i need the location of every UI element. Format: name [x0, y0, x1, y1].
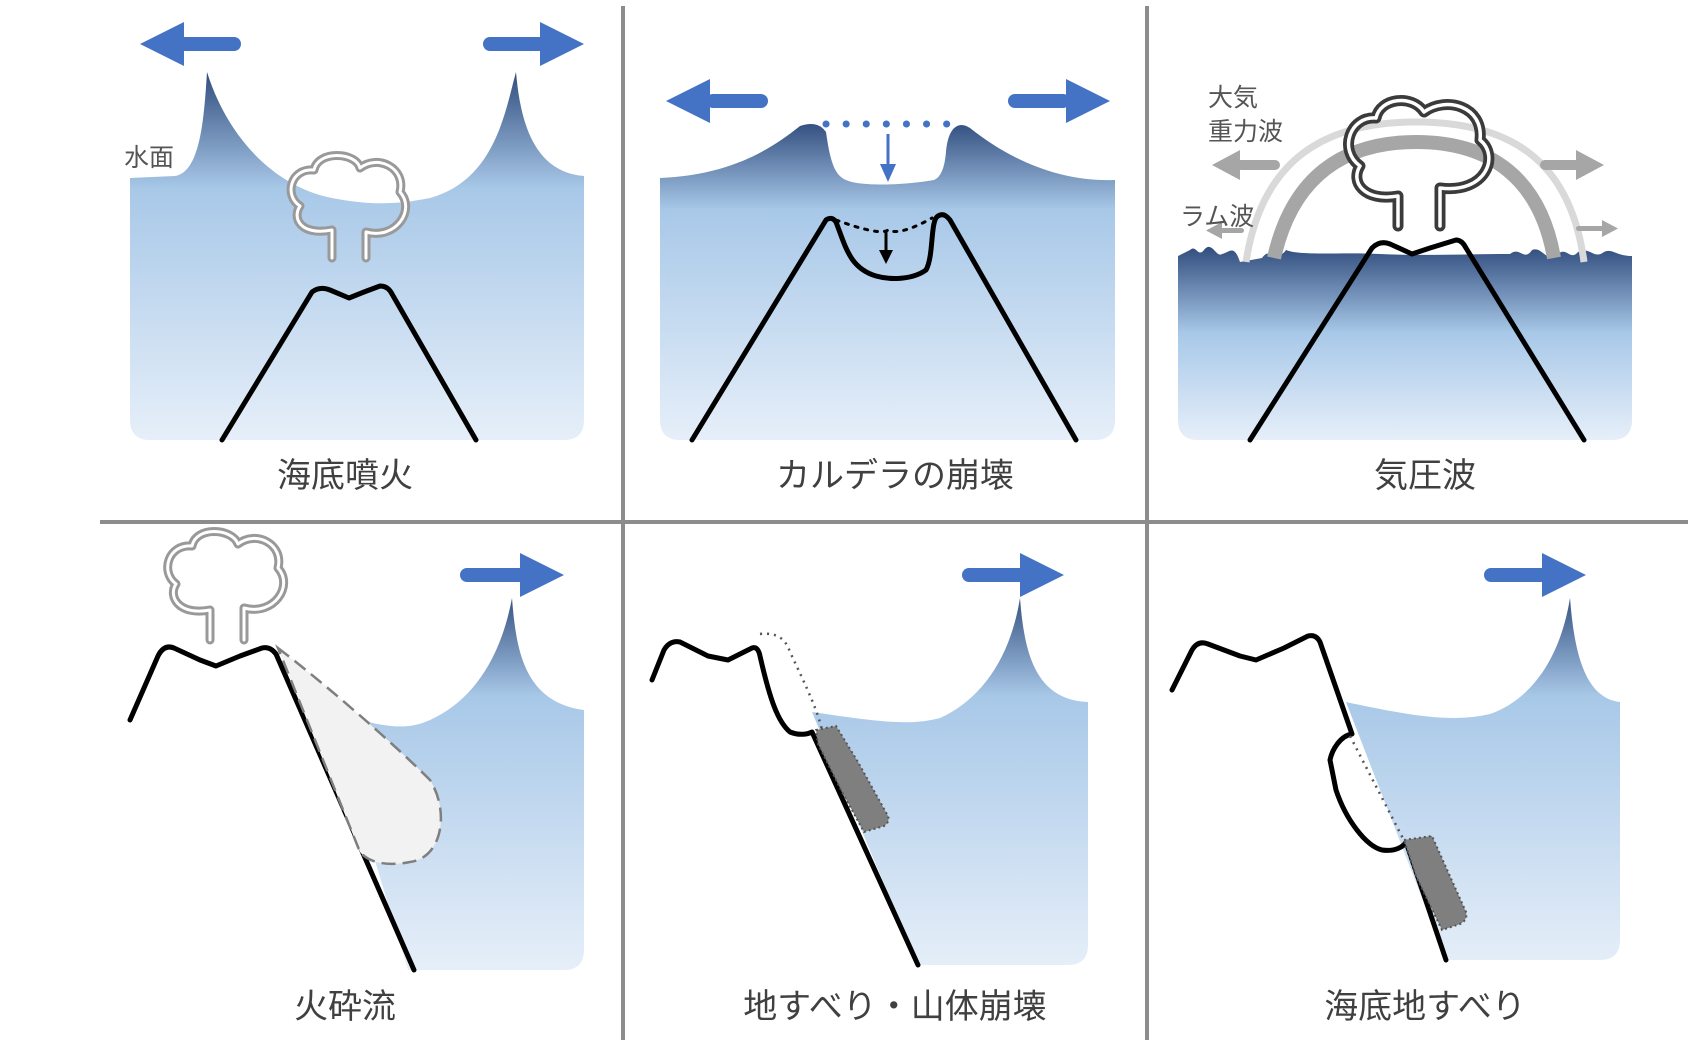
- panel-caption: 海底噴火: [277, 456, 413, 496]
- panel-pressure-wave: 大気 重力波 ラム波 気圧波: [1178, 83, 1632, 496]
- eruption-plume: [163, 527, 288, 645]
- panel-caldera-collapse: カルデラの崩壊: [660, 79, 1115, 496]
- panel-caption: カルデラの崩壊: [776, 456, 1014, 496]
- slide-block: [814, 724, 890, 834]
- water-body: [1178, 246, 1632, 440]
- former-summit-dotted: [834, 216, 934, 234]
- panel-caption: 地すべり・山体崩壊: [743, 987, 1047, 1027]
- panel-submarine-eruption: 水面 海底噴火: [124, 22, 584, 496]
- submarine-slide-block: [1402, 834, 1468, 932]
- air-wave-arrow-right: [1540, 150, 1604, 180]
- lamb-wave-arrow-right: [1576, 220, 1618, 237]
- wave-arrow-right: [1484, 553, 1586, 597]
- volcano-outline: [1247, 237, 1587, 443]
- eruption-plume: [286, 151, 410, 263]
- wave-arrow-right: [962, 553, 1064, 597]
- wave-arrow-right: [483, 22, 584, 66]
- water-body: [130, 72, 584, 440]
- eruption-plume-dark: [1343, 95, 1495, 232]
- panel-caption: 火砕流: [294, 987, 396, 1027]
- gravity-wave-arc-outer: [1242, 118, 1588, 263]
- water-drop-arrow: [880, 134, 896, 182]
- wave-arrow-right: [1008, 79, 1110, 123]
- panel-grid: [100, 6, 1688, 1040]
- gravity-wave-arc-inner: [1267, 134, 1561, 260]
- wave-arrow-left: [140, 22, 241, 66]
- water-body: [812, 598, 1088, 965]
- volcano-slope-outline: [1169, 633, 1449, 963]
- wave-arrow-right: [460, 553, 564, 597]
- gravity-wave-label-line2: 重力波: [1208, 117, 1283, 146]
- air-wave-arrow-left: [1212, 150, 1280, 180]
- panel-submarine-landslide: 海底地すべり: [1169, 553, 1620, 1027]
- lamb-wave-arrow-left: [1206, 222, 1244, 239]
- water-body: [660, 124, 1115, 440]
- water-surface-label: 水面: [124, 143, 174, 172]
- pyroclastic-flow-cloud: [275, 644, 443, 866]
- wave-arrow-left: [666, 79, 768, 123]
- panel-caption: 海底地すべり: [1324, 987, 1526, 1027]
- collapsed-volcano-outline: [649, 639, 921, 968]
- water-body: [1346, 598, 1620, 960]
- panel-landslide-sector-collapse: 地すべり・山体崩壊: [649, 553, 1088, 1027]
- volcano-slope-outline: [127, 644, 417, 973]
- panel-caption: 気圧波: [1374, 456, 1476, 496]
- volcano-outline: [219, 283, 479, 443]
- subsidence-arrow: [879, 232, 893, 264]
- panel-pyroclastic-flow: 火砕流: [127, 527, 584, 1027]
- former-flank-dotted: [759, 632, 824, 731]
- lamb-wave-label: ラム波: [1180, 202, 1254, 231]
- former-slope-dotted: [1348, 735, 1412, 853]
- water-body: [330, 598, 584, 970]
- gravity-wave-label-line1: 大気: [1208, 83, 1258, 112]
